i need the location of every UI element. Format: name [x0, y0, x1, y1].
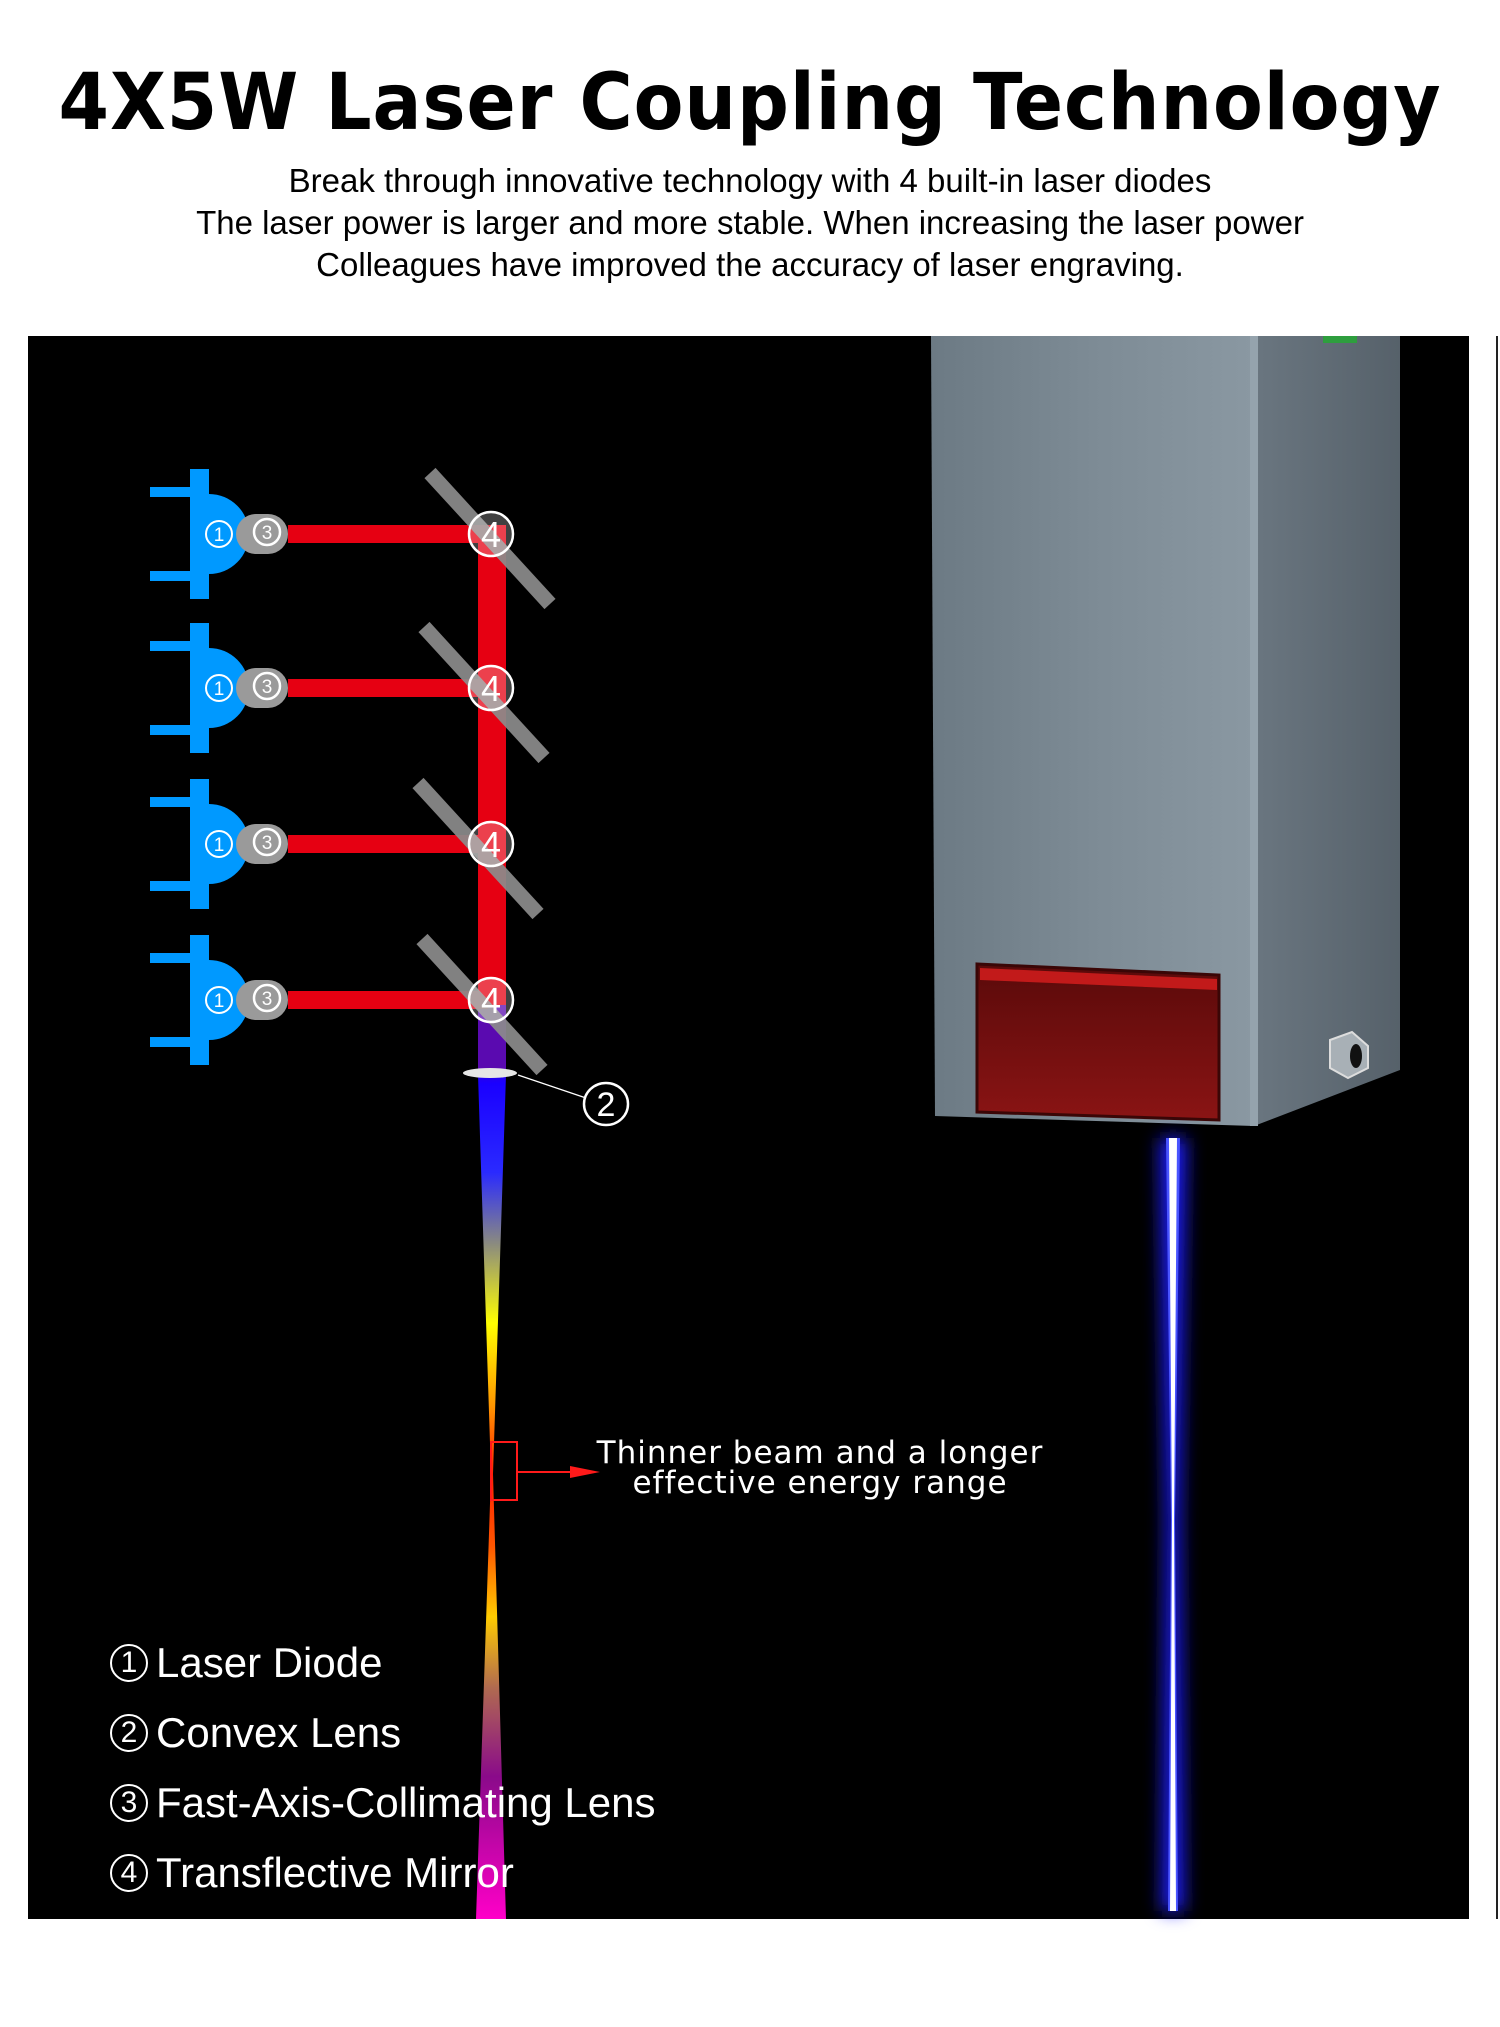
lens-leader-line: [517, 1074, 587, 1099]
housing-front: [931, 336, 1254, 1126]
legend-number: 2: [110, 1714, 148, 1752]
subtitle-line-1: Break through innovative technology with…: [288, 162, 1212, 199]
lens-marker-circle: [582, 1081, 630, 1127]
legend-label: Transflective Mirror: [156, 1849, 514, 1896]
mirror-marker-label: 4: [481, 824, 501, 865]
diode-marker-label: 1: [214, 991, 225, 1012]
nut-hole: [1350, 1044, 1362, 1068]
legend-number: 3: [110, 1784, 148, 1822]
collimator-marker-circle: [252, 517, 282, 547]
connector-icon: [1323, 336, 1357, 343]
housing-edge: [1250, 336, 1258, 1126]
legend-number: 1: [110, 1644, 148, 1682]
laser-window: [975, 962, 1221, 1122]
transflective-mirror: [412, 777, 544, 920]
diode-pin: [150, 1037, 192, 1047]
mirror-marker-circle: [467, 510, 515, 558]
legend-label: Laser Diode: [156, 1639, 383, 1686]
diode-beam: [288, 991, 488, 1009]
diode-marker-circle: [205, 986, 233, 1014]
collimating-lens: [236, 668, 288, 708]
subtitle-line-3: Colleagues have improved the accuracy of…: [316, 246, 1184, 283]
diode-dome: [209, 648, 249, 728]
diode-marker-circle: [205, 830, 233, 858]
collimator-marker-circle: [252, 827, 282, 857]
diode-pin: [150, 571, 192, 581]
mirror-marker-circle: [467, 664, 515, 712]
annotation-line-2: effective energy range: [632, 1465, 1008, 1501]
arrow-head-icon: [570, 1466, 600, 1478]
diode-pin: [150, 487, 192, 497]
mirror-marker-label: 4: [481, 514, 501, 555]
diode-row: 1 3 4: [150, 467, 556, 610]
diode-marker-label: 1: [214, 679, 225, 700]
mirror-marker-circle: [467, 976, 515, 1024]
mirror-marker-label: 4: [481, 668, 501, 709]
diode-dome: [209, 804, 249, 884]
diode-row: 1 3 4: [150, 777, 544, 920]
collimator-marker-circle: [252, 983, 282, 1013]
output-beam: [1160, 1138, 1186, 1911]
edge-line: [1496, 336, 1498, 1919]
collimating-lens: [236, 824, 288, 864]
diode-pin: [150, 725, 192, 735]
diode-plate: [190, 935, 209, 1065]
mirror-marker-label: 4: [481, 980, 501, 1021]
diode-marker-circle: [205, 674, 233, 702]
diode-marker-label: 1: [214, 525, 225, 546]
lens-marker-label: 2: [597, 1086, 616, 1124]
page-title: 4X5W Laser Coupling Technology: [58, 58, 1442, 148]
focus-bracket: [490, 1441, 518, 1501]
focus-annotation: Thinner beam and a longer effective ener…: [590, 1435, 1050, 1501]
diode-marker-label: 1: [214, 835, 225, 856]
diode-pin: [150, 881, 192, 891]
diode-plate: [190, 469, 209, 599]
laser-module: [931, 336, 1400, 1126]
diode-beam: [288, 679, 488, 697]
diode-pin: [150, 797, 192, 807]
convex-lens: [463, 1068, 517, 1078]
diode-pin: [150, 953, 192, 963]
diode-marker-circle: [205, 520, 233, 548]
diode-pin: [150, 641, 192, 651]
diode-dome: [209, 960, 249, 1040]
housing-side: [1254, 336, 1400, 1126]
combined-beam: [478, 525, 506, 1010]
diode-plate: [190, 623, 209, 753]
diode-row: 1 3 4: [150, 621, 550, 764]
collimator-marker-label: 3: [262, 833, 273, 854]
subtitle-line-2: The laser power is larger and more stabl…: [196, 204, 1304, 241]
transflective-mirror: [424, 467, 556, 610]
diode-dome: [209, 494, 249, 574]
transflective-mirror: [418, 621, 550, 764]
legend-label: Convex Lens: [156, 1709, 402, 1756]
collimator-marker-label: 3: [262, 523, 273, 544]
legend-number: 4: [110, 1854, 148, 1892]
collimator-marker-label: 3: [262, 989, 273, 1010]
collimator-marker-circle: [252, 671, 282, 701]
collimating-lens: [236, 980, 288, 1020]
diode-beam: [288, 525, 488, 543]
collimator-marker-label: 3: [262, 677, 273, 698]
collimating-lens: [236, 514, 288, 554]
diode-row: 1 3 4: [150, 933, 548, 1076]
transflective-mirror: [416, 933, 548, 1076]
diode-plate: [190, 779, 209, 909]
window-highlight: [980, 968, 1217, 990]
legend-label: Fast-Axis-Collimating Lens: [156, 1779, 656, 1826]
mirror-marker-circle: [467, 820, 515, 868]
diode-beam: [288, 835, 488, 853]
annotation-line-1: Thinner beam and a longer: [596, 1435, 1044, 1471]
